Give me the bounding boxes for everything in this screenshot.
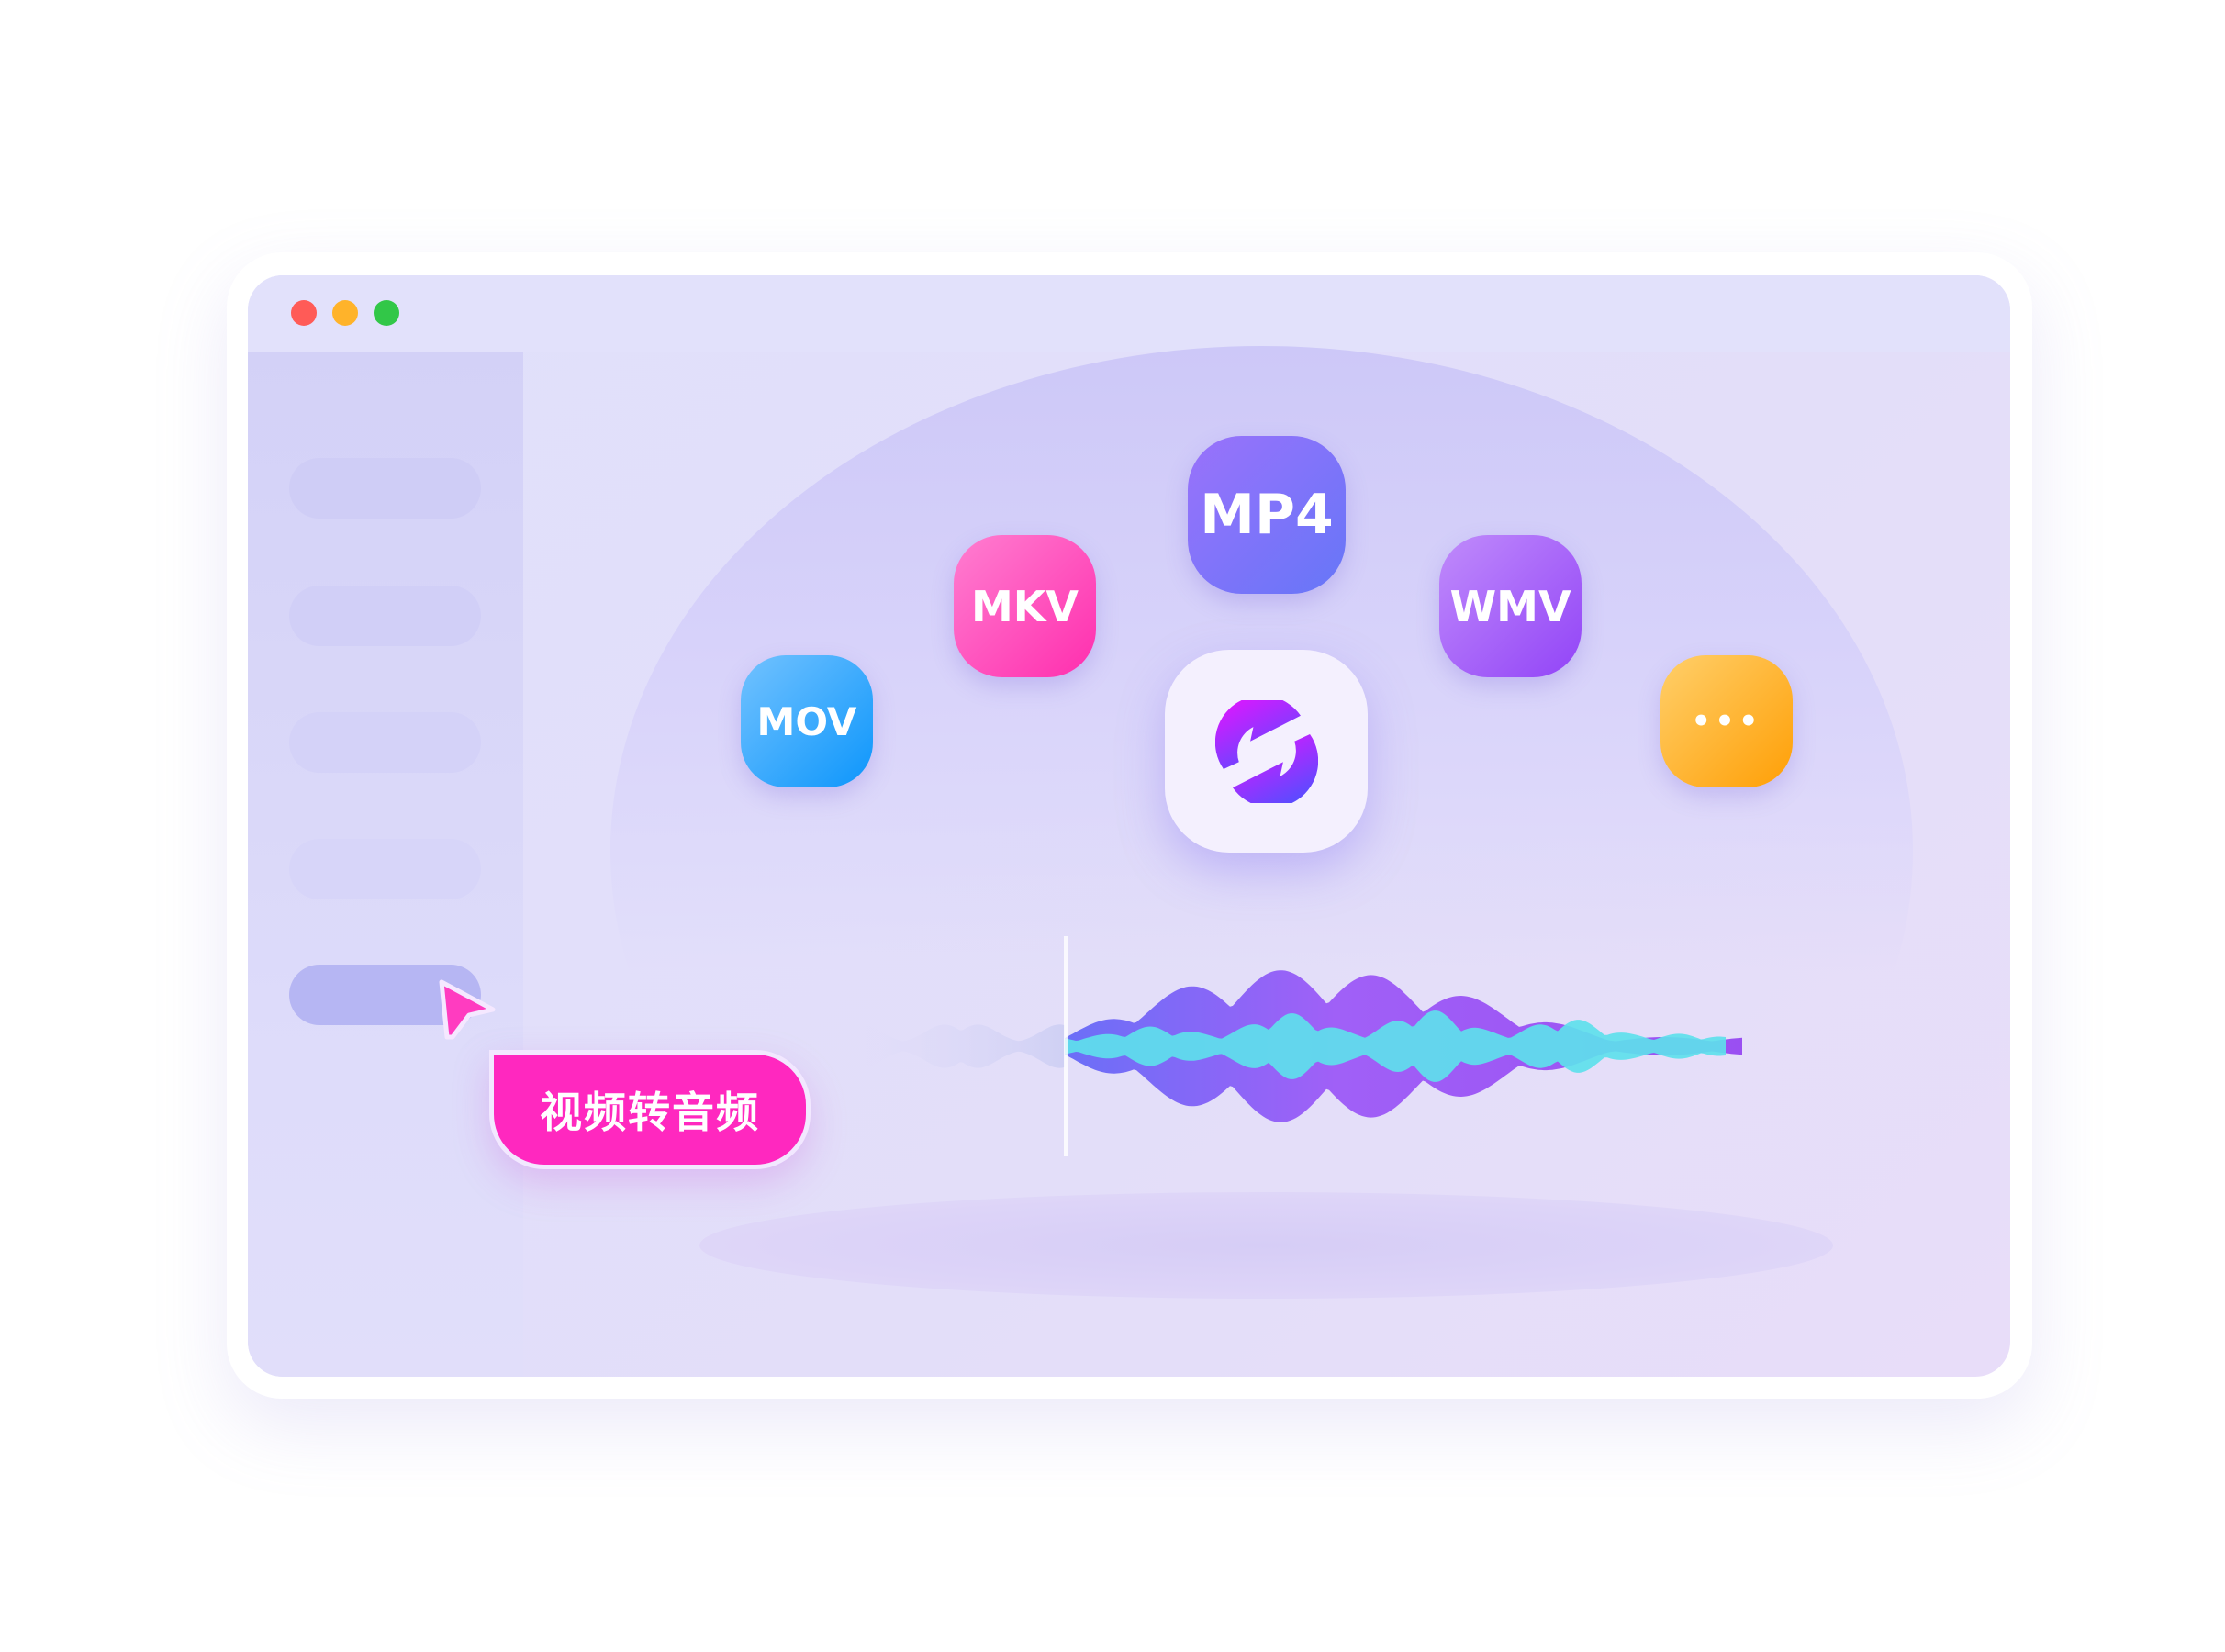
sidebar-item-1[interactable]: [289, 458, 481, 519]
close-button[interactable]: [291, 300, 317, 326]
format-mkv-label: MKV: [970, 581, 1079, 631]
playhead: [1064, 936, 1068, 1156]
format-mov-icon: MOV: [741, 655, 873, 787]
format-mkv-icon: MKV: [954, 535, 1096, 677]
waveform-faded: [817, 1024, 1065, 1068]
convert-icon: [1214, 699, 1318, 803]
sidebar-item-2[interactable]: [289, 586, 481, 646]
title-bar: [248, 275, 2010, 352]
format-mp4-icon: MP4: [1188, 436, 1346, 594]
sidebar: [248, 352, 523, 1377]
format-mov-label: MOV: [756, 698, 857, 744]
format-wmv-label: WMV: [1449, 581, 1571, 631]
audio-waveform: [817, 936, 1742, 1156]
video-to-audio-button[interactable]: 视频转音频: [489, 1050, 811, 1169]
sidebar-item-3[interactable]: [289, 712, 481, 773]
sidebar-item-4[interactable]: [289, 839, 481, 899]
waveform-cyan: [1065, 1010, 1726, 1082]
minimize-button[interactable]: [332, 300, 358, 326]
maximize-button[interactable]: [374, 300, 399, 326]
convert-button[interactable]: [1165, 650, 1368, 853]
floor-shadow: [699, 1192, 1833, 1299]
format-wmv-icon: WMV: [1439, 535, 1582, 677]
video-to-audio-label: 视频转音频: [540, 1088, 760, 1137]
app-window: MP4 MKV WMV MOV ••• 视频转音频: [248, 275, 2010, 1377]
more-formats-label: •••: [1691, 703, 1762, 740]
more-formats-icon: •••: [1660, 655, 1793, 787]
format-mp4-label: MP4: [1200, 483, 1334, 547]
cursor-icon: [439, 979, 496, 1040]
